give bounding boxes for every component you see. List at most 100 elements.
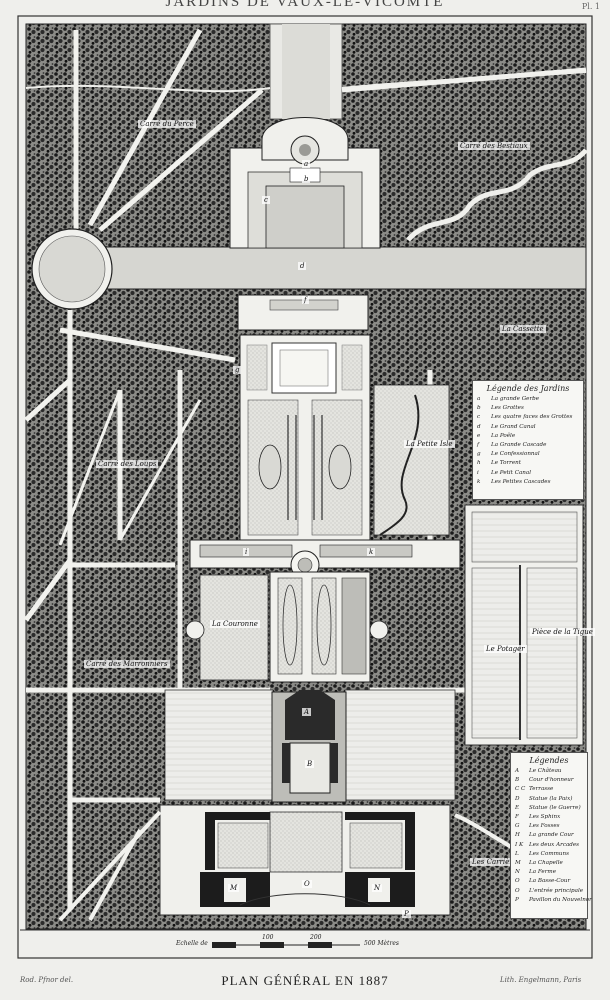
legend-buildings-item: D Statue (la Paix) xyxy=(515,795,583,804)
credit-lithographer: Lith. Engelmann, Paris xyxy=(500,976,582,984)
legend-buildings-item: P Pavillon du Nouvelnor xyxy=(515,896,592,905)
legend-gardens-key: f xyxy=(477,442,480,449)
legend-gardens-text: Le Confessionnal xyxy=(491,451,540,458)
marker-P: P xyxy=(402,910,411,918)
legend-buildings-item: F Les Sphinx xyxy=(515,813,583,822)
legend-buildings-item: E Statue (le Guerre) xyxy=(515,804,583,813)
marker-N: N xyxy=(372,884,383,892)
legend-buildings-text: Les Communs xyxy=(529,850,570,857)
label-carre-loups: Carré des Loups xyxy=(96,460,159,468)
legend-buildings-item: M La Chapelle xyxy=(515,859,583,868)
legend-buildings-item: O L'entrée principale xyxy=(515,887,583,896)
legend-gardens-key: e xyxy=(477,432,481,439)
marker-f: f xyxy=(302,296,309,304)
marker-g: g xyxy=(233,366,242,374)
legend-buildings-key: I K xyxy=(515,841,524,848)
legend-buildings-key: H xyxy=(515,832,520,839)
legend-buildings-key: E xyxy=(515,804,520,811)
legend-gardens-key: c xyxy=(477,414,481,421)
legend-buildings-key: C C xyxy=(515,786,526,793)
label-carre-marronniers: Carré des Marronniers xyxy=(84,660,170,668)
legend-buildings-item: I K Les deux Arcades xyxy=(515,841,583,850)
legend-gardens-text: La Grande Cascade xyxy=(491,442,547,449)
legend-gardens-title: Légende des Jardins xyxy=(486,384,570,393)
legend-gardens-item: c Les quatre faces des Grottes xyxy=(477,413,579,422)
legend-buildings-key: M xyxy=(515,860,521,867)
label-piece-eau: Pièce de la Tigue xyxy=(530,628,595,636)
legend-buildings-text: Terrasse xyxy=(529,786,554,793)
footer-title: PLAN GÉNÉRAL EN 1887 xyxy=(221,973,389,988)
legend-buildings-text: Statue (la Paix) xyxy=(529,795,573,802)
legend-gardens-item: d Le Grand Canal xyxy=(477,423,579,432)
legend-gardens-item: f La Grande Cascade xyxy=(477,441,579,450)
legend-gardens-list: a La grande Gerbe b Les Grottes c Les quatre … xyxy=(473,395,583,487)
legend-gardens-item: g Le Confessionnal xyxy=(477,450,579,459)
legend-gardens-text: Le Grand Canal xyxy=(491,423,536,430)
legend-buildings-key: B xyxy=(515,777,520,784)
credit-draftsman: Rod. Pfnor del. xyxy=(20,976,74,984)
legend-buildings-key: O xyxy=(515,887,520,894)
legend-buildings-text: Pavillon du Nouvelnor xyxy=(529,896,592,903)
legend-gardens-text: Les quatre faces des Grottes xyxy=(491,414,573,421)
marker-k: k xyxy=(367,548,376,556)
label-le-potager: Le Potager xyxy=(484,645,527,653)
label-la-petite-isle: La Petite Isle xyxy=(404,440,455,448)
legend-gardens-text: La grande Gerbe xyxy=(491,396,540,402)
legend-buildings-key: O xyxy=(515,878,520,885)
legend-buildings-text: Les Sphinx xyxy=(529,814,561,821)
marker-b: b xyxy=(302,175,311,183)
marker-A: A xyxy=(302,708,312,716)
legend-buildings-text: Statue (le Guerre) xyxy=(529,804,581,811)
legend-gardens-text: Les Petites Cascades xyxy=(491,478,551,485)
label-la-cassette: La Cassette xyxy=(500,325,546,333)
legend-buildings-item: G Les Fosses xyxy=(515,822,583,831)
legend-buildings-text: La Chapelle xyxy=(529,860,563,867)
legend-buildings-text: Les deux Arcades xyxy=(529,841,580,848)
marker-i: i xyxy=(243,548,250,556)
legend-buildings-item: N La Ferme xyxy=(515,868,583,877)
legend-gardens-key: k xyxy=(477,478,481,485)
header-title: JARDINS DE VAUX-LE-VICOMTE xyxy=(165,0,445,10)
scale-end: 500 Mètres xyxy=(364,940,399,947)
legend-gardens-key: b xyxy=(477,405,481,412)
legend-buildings-text: Le Château xyxy=(529,768,562,774)
scale-label: Echelle de xyxy=(176,940,208,947)
legend-gardens-key: d xyxy=(477,423,481,430)
marker-d: d xyxy=(298,262,307,270)
legend-gardens-item: e La Poêle xyxy=(477,432,579,441)
legend-buildings-key: G xyxy=(515,823,520,830)
legend-buildings-text: La Ferme xyxy=(529,869,557,876)
legend-gardens-item: k Les Petites Cascades xyxy=(477,478,579,487)
legend-gardens-text: Les Grottes xyxy=(491,405,524,412)
marker-c: c xyxy=(262,196,270,204)
marker-M: M xyxy=(228,884,240,892)
legend-buildings-text: Les Fosses xyxy=(529,823,560,830)
marker-O: O xyxy=(302,880,312,888)
label-carre-perce: Carré du Percé xyxy=(138,120,196,128)
legend-gardens-key: g xyxy=(477,451,481,458)
legend-buildings-key: N xyxy=(515,869,520,876)
scale-tick-100: 100 xyxy=(262,934,274,941)
legend-gardens-text: La Poêle xyxy=(491,432,516,439)
label-la-couronne: La Couronne xyxy=(210,620,260,628)
legend-buildings-key: L xyxy=(515,850,519,857)
legend-buildings-key: P xyxy=(515,896,519,903)
legend-gardens-item: a La grande Gerbe xyxy=(477,395,579,404)
marker-B: B xyxy=(305,760,315,768)
legend-buildings-text: L'entrée principale xyxy=(529,887,584,894)
legend-buildings-key: F xyxy=(515,814,519,821)
legend-gardens-key: a xyxy=(477,396,481,402)
marker-a: a xyxy=(302,160,311,168)
legend-gardens-text: Le Torrent xyxy=(491,460,521,467)
legend-buildings-key: D xyxy=(515,795,520,802)
label-carre-bestiaire: Carré des Bestiaux xyxy=(458,142,530,150)
legend-buildings-title: Légendes xyxy=(529,756,569,765)
legend-buildings-text: Cour d'honneur xyxy=(529,777,574,784)
legend-buildings-item: B Cour d'honneur xyxy=(515,776,583,785)
